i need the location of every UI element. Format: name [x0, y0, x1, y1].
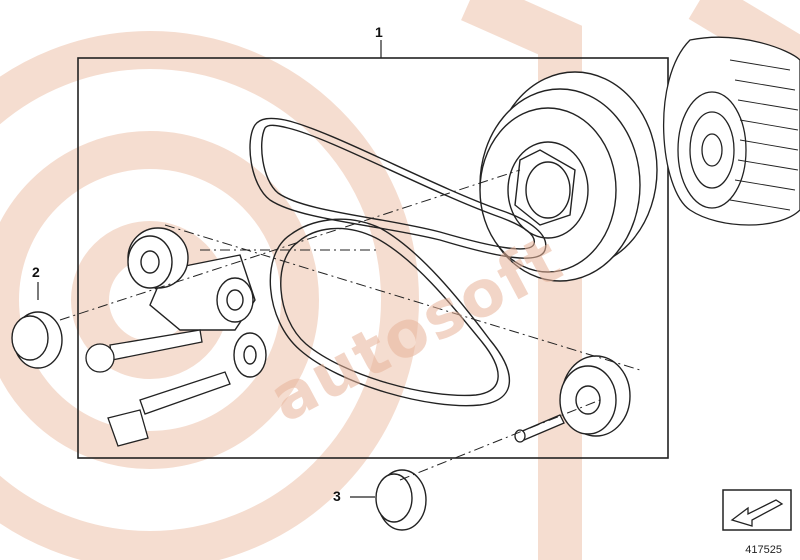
crank-pulley-drawing: [479, 71, 658, 282]
next-page-arrow-icon[interactable]: [722, 489, 792, 531]
alternator-drawing: [662, 36, 800, 226]
bolts-drawing: [85, 329, 565, 447]
assembly-lines: [59, 169, 641, 481]
belt-tensioner-drawing: [127, 227, 267, 378]
callout-2: 2: [32, 264, 40, 280]
drive-belt-drawing: [249, 117, 547, 407]
callout-1: 1: [375, 24, 383, 40]
kit-frame: [77, 57, 669, 459]
callout-3: 3: [333, 488, 341, 504]
idler-pulley-drawing: [559, 355, 631, 437]
image-number: 417525: [745, 544, 782, 556]
cover-caps-drawing: [11, 311, 427, 531]
